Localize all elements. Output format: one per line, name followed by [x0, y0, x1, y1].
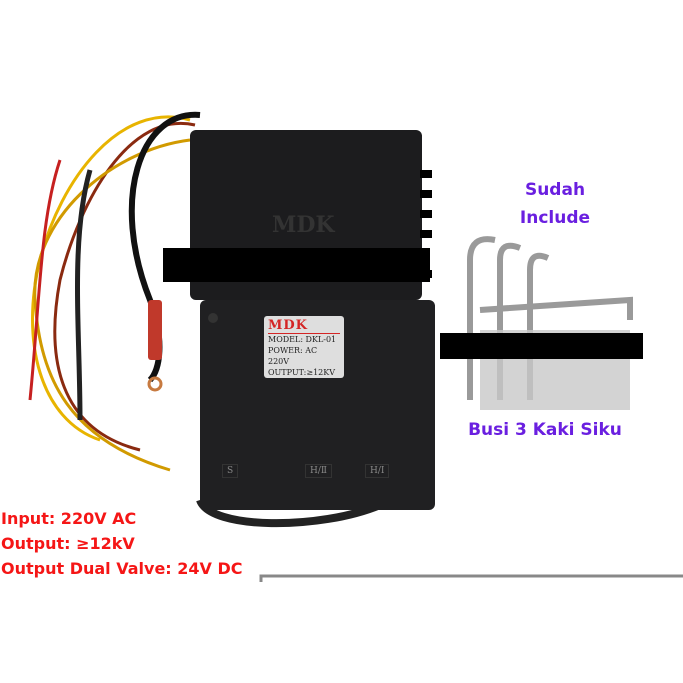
- box-brand: MDK: [272, 212, 335, 238]
- spec-input: Input: 220V AC: [1, 509, 137, 528]
- label-brand: MDK: [268, 318, 340, 334]
- terminal-s: S: [222, 464, 239, 478]
- label-model: MODEL: DKL-01: [268, 335, 337, 344]
- spec-output: Output: ≥12kV: [1, 534, 135, 553]
- device-label: MDK MODEL: DKL-01 POWER: AC 220V OUTPUT:…: [264, 316, 344, 378]
- label-output: OUTPUT:≥12KV: [268, 368, 336, 377]
- terminal-h2: H/Ⅱ: [305, 464, 332, 478]
- device-bottom: [200, 300, 435, 510]
- redaction-bar-2: [440, 333, 643, 359]
- redaction-bar-1: [163, 248, 430, 282]
- divider-line: [259, 574, 683, 582]
- accessory-caption: Busi 3 Kaki Siku: [468, 420, 622, 440]
- accessory-included-line2: Include: [519, 208, 591, 228]
- label-power: POWER: AC 220V: [268, 346, 318, 366]
- spark-electrode: [467, 236, 633, 400]
- spec-dual-valve: Output Dual Valve: 24V DC: [1, 559, 243, 578]
- terminal-h1: H/Ⅰ: [365, 464, 390, 478]
- accessory-included-line1: Sudah: [524, 180, 586, 200]
